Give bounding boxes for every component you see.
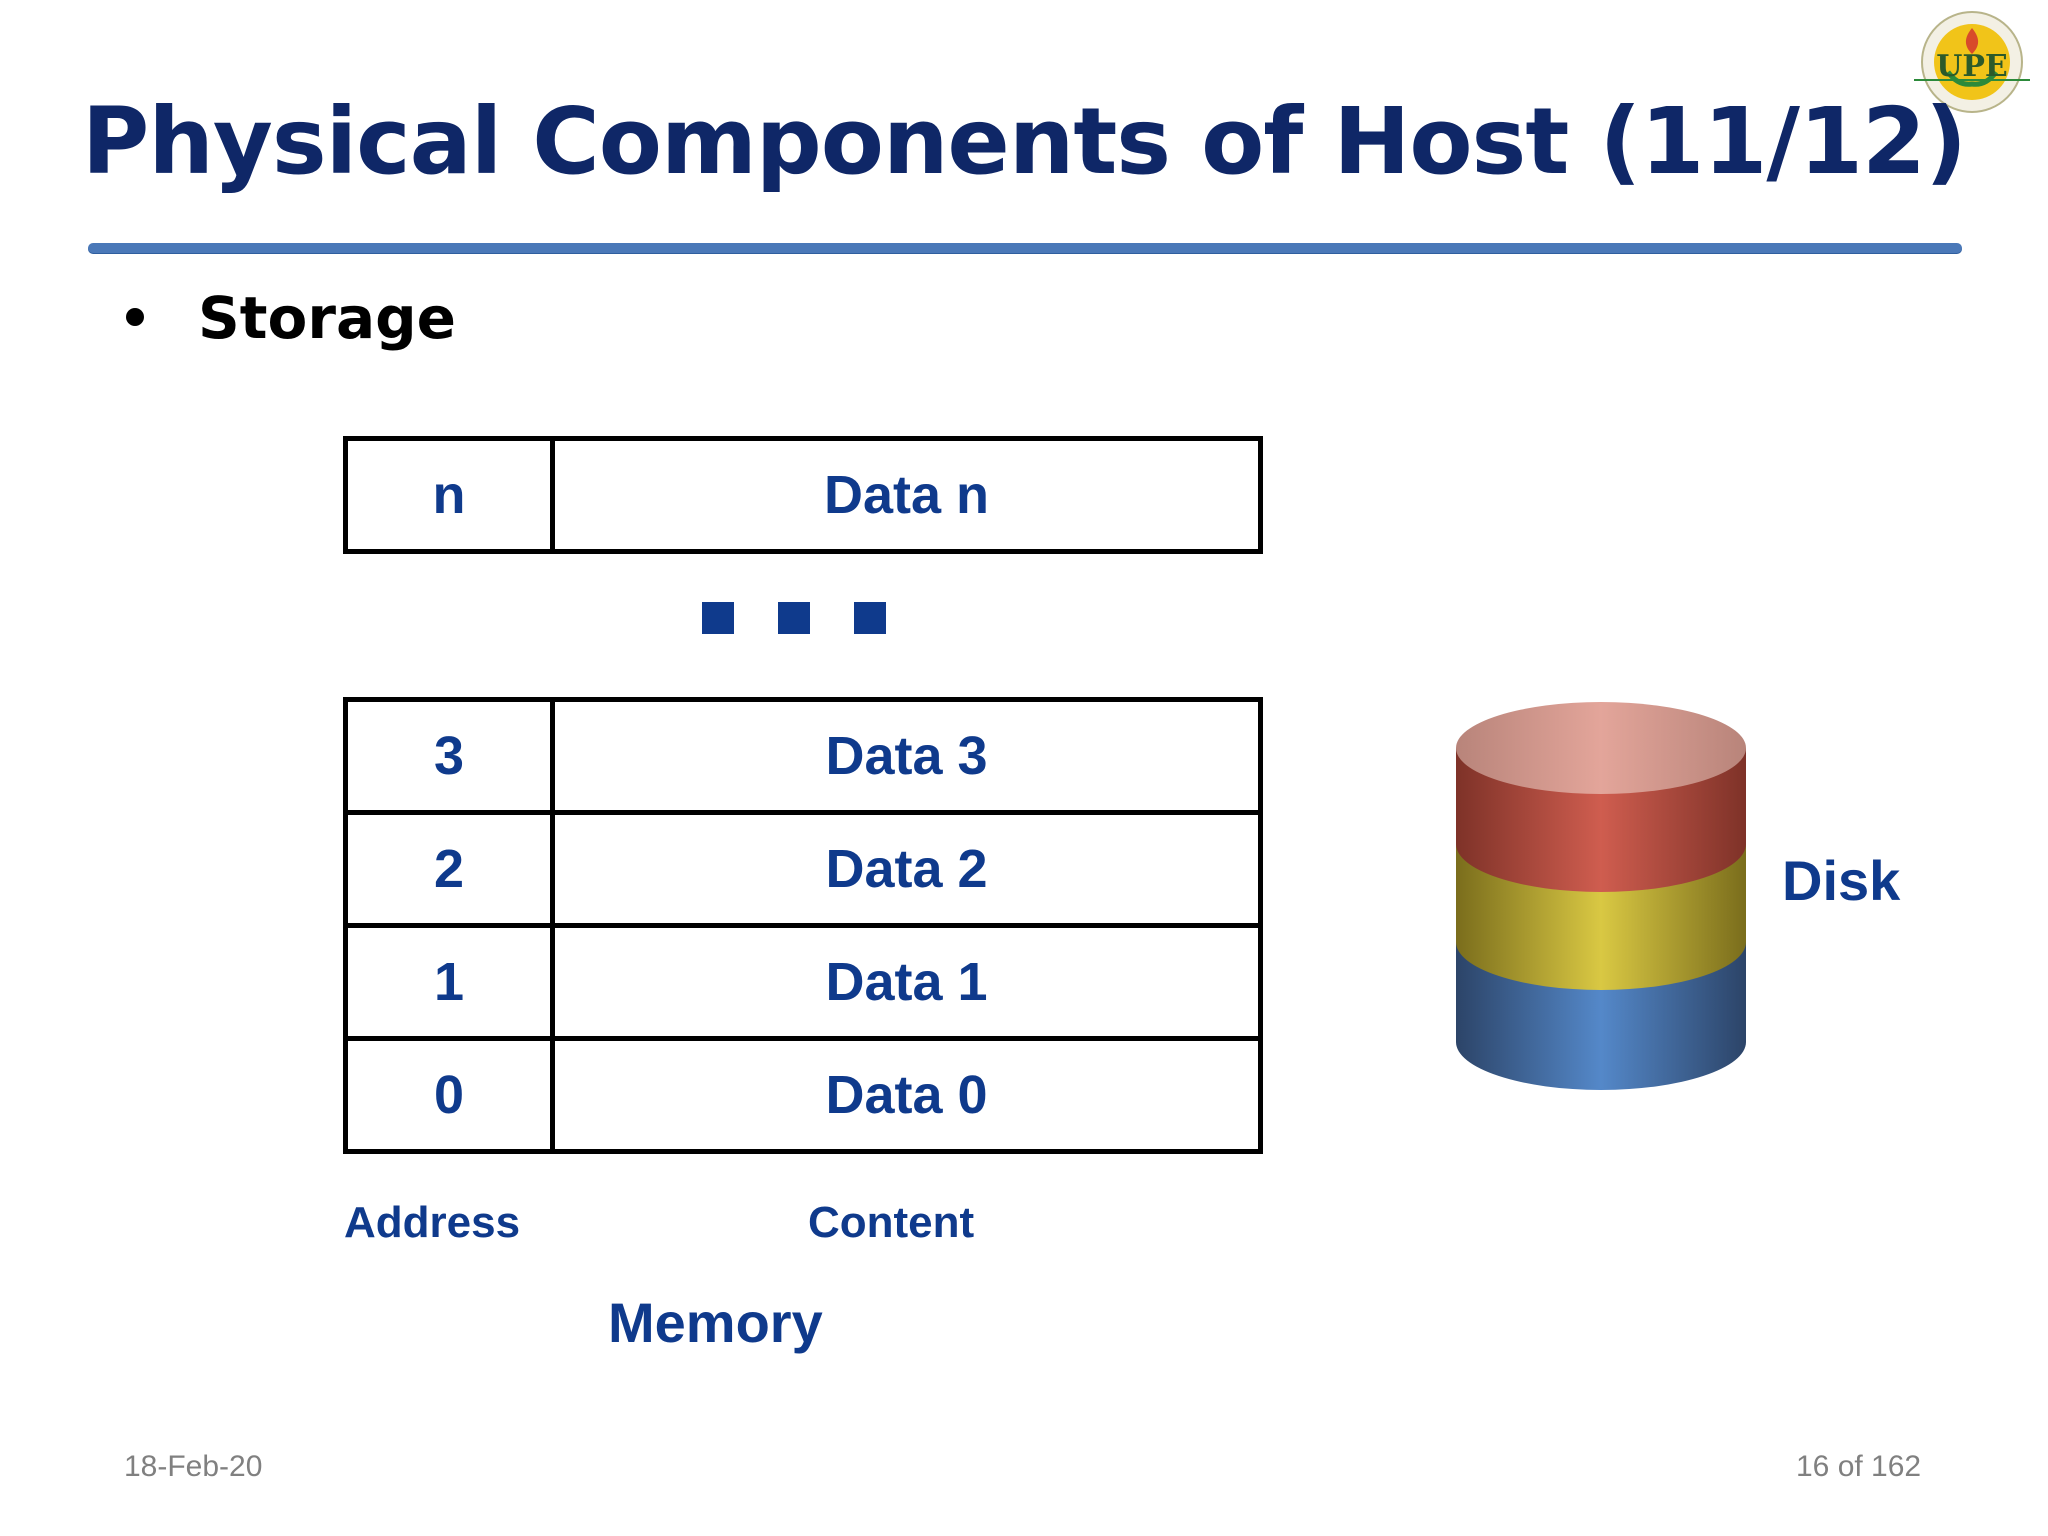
- memory-caption: Memory: [608, 1291, 823, 1354]
- bullet-dot: [126, 308, 144, 326]
- content-cell: Data 0: [825, 1065, 988, 1125]
- ellipsis-square: [778, 602, 810, 634]
- address-cell: 2: [348, 815, 555, 923]
- content-cell: Data n: [823, 465, 990, 525]
- page-number: 16 of 162: [1796, 1450, 1922, 1483]
- memory-row: 2 Data 2: [348, 810, 1258, 923]
- content-cell: Data 3: [825, 726, 988, 786]
- memory-row: 0 Data 0: [348, 1036, 1258, 1149]
- ellipsis: [702, 602, 886, 634]
- memory-row: 3 Data 3: [348, 702, 1258, 810]
- title-divider: [88, 243, 1962, 253]
- content-cell: Data 1: [825, 952, 988, 1012]
- footer-date: 18-Feb-20: [124, 1450, 263, 1483]
- disk-label: Disk: [1782, 849, 1901, 912]
- university-logo: UPE: [1914, 11, 2030, 113]
- content-cell: Data 2: [825, 839, 988, 899]
- ellipsis-square: [854, 602, 886, 634]
- ellipsis-square: [702, 602, 734, 634]
- memory-top-table: n Data n: [343, 436, 1263, 554]
- address-cell: 3: [348, 702, 555, 810]
- content-label: Content: [808, 1198, 975, 1247]
- address-label: Address: [344, 1198, 521, 1247]
- address-cell: 1: [348, 928, 555, 1036]
- memory-table: 3 Data 3 2 Data 2 1 Data 1 0 Data 0: [343, 697, 1263, 1154]
- memory-row: 1 Data 1: [348, 923, 1258, 1036]
- bullet-storage: Storage: [198, 284, 456, 352]
- disk-cylinder: [1456, 702, 1746, 1090]
- svg-text:UPE: UPE: [1936, 49, 2008, 84]
- address-cell: n: [348, 441, 555, 549]
- address-cell: 0: [348, 1041, 555, 1149]
- memory-row-n: n Data n: [348, 441, 1258, 549]
- slide-title: Physical Components of Host (11/12): [81, 88, 1967, 195]
